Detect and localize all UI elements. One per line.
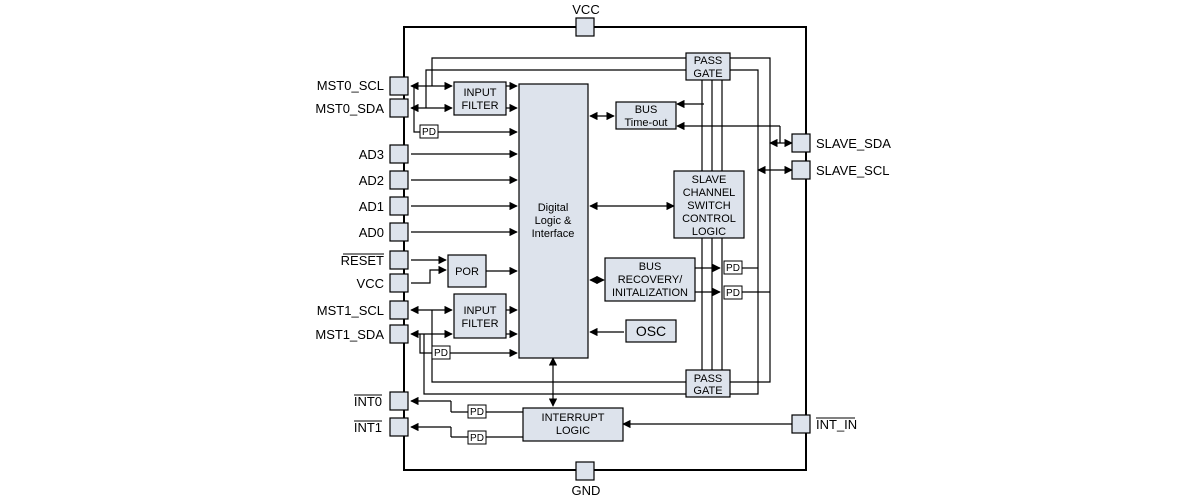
svg-text:SWITCH: SWITCH <box>687 200 730 212</box>
svg-text:RECOVERY/: RECOVERY/ <box>618 274 684 286</box>
svg-text:CHANNEL: CHANNEL <box>683 187 736 199</box>
pin-mst1-sda: MST1_SDA <box>315 324 409 344</box>
input-filter-top: INPUT FILTER <box>453 81 507 116</box>
pin-slave-scl: SLAVE_SCL <box>791 160 889 180</box>
svg-text:SLAVE_SCL: SLAVE_SCL <box>816 163 889 178</box>
pd-mst1: PD <box>431 345 451 360</box>
pin-ad1: AD1 <box>359 196 409 216</box>
svg-text:FILTER: FILTER <box>461 100 498 112</box>
svg-text:GATE: GATE <box>693 385 722 397</box>
pin-int1: INT1 <box>354 417 409 437</box>
svg-text:OSC: OSC <box>636 323 666 339</box>
svg-text:MST0_SDA: MST0_SDA <box>315 101 384 116</box>
pin-ad0: AD0 <box>359 222 409 242</box>
svg-text:BUS: BUS <box>639 261 662 273</box>
pin-gnd: GND <box>572 461 601 498</box>
svg-text:AD3: AD3 <box>359 147 384 162</box>
svg-text:Interface: Interface <box>532 228 575 240</box>
pin-int-in: INT_IN <box>791 414 857 434</box>
slave-switch-control-block: SLAVE CHANNEL SWITCH CONTROL LOGIC <box>673 170 745 239</box>
pd-int1: PD <box>467 430 487 445</box>
svg-text:PD: PD <box>434 348 448 359</box>
svg-text:AD2: AD2 <box>359 173 384 188</box>
svg-text:FILTER: FILTER <box>461 318 498 330</box>
pin-int0: INT0 <box>354 391 409 411</box>
svg-text:PD: PD <box>422 127 436 138</box>
pd-int0: PD <box>467 404 487 419</box>
svg-text:MST0_SCL: MST0_SCL <box>317 78 384 93</box>
svg-text:GATE: GATE <box>693 68 722 80</box>
svg-text:VCC: VCC <box>572 2 599 17</box>
svg-text:GND: GND <box>572 483 601 498</box>
pin-ad3: AD3 <box>359 144 409 164</box>
pd-mst0: PD <box>419 124 439 139</box>
svg-text:INT1: INT1 <box>354 420 382 435</box>
svg-text:INPUT: INPUT <box>464 87 497 99</box>
svg-text:VCC: VCC <box>357 276 384 291</box>
bus-timeout-block: BUS Time-out <box>615 101 677 130</box>
svg-text:POR: POR <box>455 266 479 278</box>
svg-text:RESET: RESET <box>341 253 384 268</box>
pin-ad2: AD2 <box>359 170 409 190</box>
svg-text:CONTROL: CONTROL <box>682 213 736 225</box>
svg-text:INTERRUPT: INTERRUPT <box>542 412 605 424</box>
svg-text:INPUT: INPUT <box>464 305 497 317</box>
svg-text:PD: PD <box>726 263 740 274</box>
svg-text:PASS: PASS <box>694 373 723 385</box>
pin-mst0-sda: MST0_SDA <box>315 98 409 118</box>
bus-recovery-block: BUS RECOVERY/ INITALIZATION <box>604 257 696 302</box>
pd-recovery-2: PD <box>723 285 743 300</box>
svg-text:Logic &: Logic & <box>535 215 572 227</box>
por-block: POR <box>447 254 487 288</box>
svg-text:Time-out: Time-out <box>625 117 668 129</box>
svg-text:MST1_SCL: MST1_SCL <box>317 303 384 318</box>
digital-logic-block: Digital Logic & Interface <box>518 83 589 359</box>
svg-text:PASS: PASS <box>694 55 723 67</box>
svg-text:LOGIC: LOGIC <box>692 226 726 238</box>
svg-text:SLAVE: SLAVE <box>692 174 727 186</box>
pin-vcc-left: VCC <box>357 273 409 293</box>
pass-gate-top: PASS GATE <box>685 52 731 81</box>
svg-text:INT_IN: INT_IN <box>816 417 857 432</box>
pin-reset: RESET <box>341 250 409 270</box>
pin-mst0-scl: MST0_SCL <box>317 76 409 96</box>
osc-block: OSC <box>625 319 677 343</box>
svg-text:AD1: AD1 <box>359 199 384 214</box>
svg-text:INT0: INT0 <box>354 394 382 409</box>
pin-vcc-top: VCC <box>572 2 600 37</box>
pin-mst1-scl: MST1_SCL <box>317 300 409 320</box>
svg-text:PD: PD <box>726 288 740 299</box>
svg-text:BUS: BUS <box>635 104 658 116</box>
pass-gate-bottom: PASS GATE <box>685 369 731 398</box>
svg-text:Digital: Digital <box>538 202 569 214</box>
pin-slave-sda: SLAVE_SDA <box>791 133 891 153</box>
svg-text:MST1_SDA: MST1_SDA <box>315 327 384 342</box>
svg-text:PD: PD <box>470 407 484 418</box>
svg-text:PD: PD <box>470 433 484 444</box>
svg-text:LOGIC: LOGIC <box>556 425 590 437</box>
svg-text:AD0: AD0 <box>359 225 384 240</box>
input-filter-bottom: INPUT FILTER <box>453 293 507 339</box>
pd-recovery-1: PD <box>723 260 743 275</box>
interrupt-logic-block: INTERRUPT LOGIC <box>522 407 624 442</box>
svg-text:INITALIZATION: INITALIZATION <box>612 287 688 299</box>
svg-text:SLAVE_SDA: SLAVE_SDA <box>816 136 891 151</box>
